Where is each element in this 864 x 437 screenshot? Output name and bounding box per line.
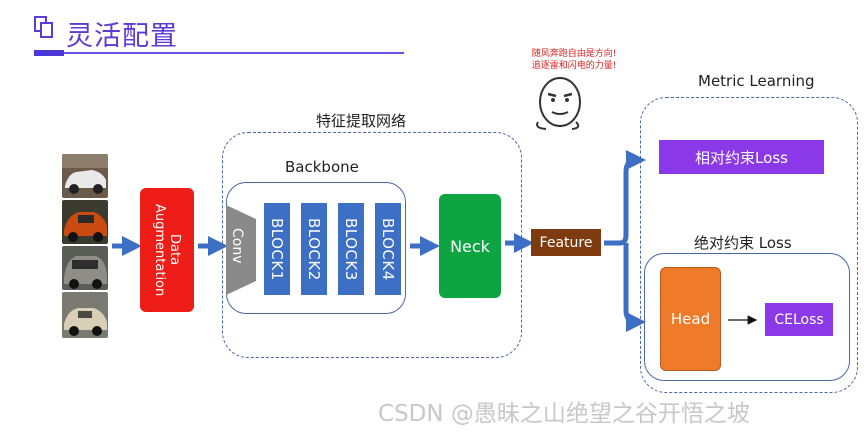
block-label: BLOCK3 — [342, 217, 360, 281]
absolute-loss-container — [644, 253, 850, 381]
feature-label: Feature — [539, 234, 593, 251]
feature-extraction-label: 特征提取网络 — [316, 112, 407, 130]
celoss-block: CELoss — [765, 303, 833, 336]
neck-label: Neck — [450, 236, 490, 256]
absolute-loss-label: 绝对约束 Loss — [694, 234, 792, 252]
backbone-block-4: BLOCK4 — [375, 203, 401, 295]
car-image-2 — [62, 200, 108, 244]
augmentation-label: Data Augmentation — [152, 203, 182, 297]
car-image-4 — [62, 292, 108, 338]
block-label: BLOCK2 — [305, 217, 323, 281]
title-underline — [34, 52, 404, 54]
backbone-block-1: BLOCK1 — [264, 203, 290, 295]
page-title: 灵活配置 — [66, 21, 178, 52]
meme-caption: 随风奔跑自由是方向! 追逐雷和闪电的力量! — [531, 49, 617, 71]
conv-label: Conv — [229, 228, 245, 264]
feature-block: Feature — [531, 229, 601, 256]
block-label: BLOCK1 — [268, 217, 286, 281]
car-image-1 — [62, 154, 108, 198]
celoss-label: CELoss — [774, 311, 824, 328]
metric-learning-container — [640, 97, 858, 393]
neck-block: Neck — [439, 194, 501, 298]
backbone-label: Backbone — [285, 158, 359, 176]
augmentation-block: Data Augmentation — [140, 188, 194, 312]
relative-loss-label: 相对约束Loss — [695, 148, 788, 167]
watermark: CSDN @愚昧之山绝望之谷开悟之坡 — [378, 401, 750, 427]
arrow-feature-split — [604, 157, 637, 325]
title-underline-accent — [34, 50, 64, 56]
block-label: BLOCK4 — [379, 217, 397, 281]
head-label: Head — [670, 310, 711, 328]
conv-block — [226, 205, 256, 295]
feature-extraction-container — [222, 132, 522, 358]
meme-sticker: 随风奔跑自由是方向! 追逐雷和闪电的力量! — [524, 48, 624, 132]
car-image-3 — [62, 246, 108, 290]
meme-face-icon — [536, 77, 581, 130]
metric-learning-label: Metric Learning — [698, 72, 815, 90]
relative-loss-block: 相对约束Loss — [659, 140, 824, 174]
backbone-block-2: BLOCK2 — [301, 203, 327, 295]
title-icon — [34, 16, 53, 38]
backbone-block-3: BLOCK3 — [338, 203, 364, 295]
head-block: Head — [660, 267, 721, 371]
